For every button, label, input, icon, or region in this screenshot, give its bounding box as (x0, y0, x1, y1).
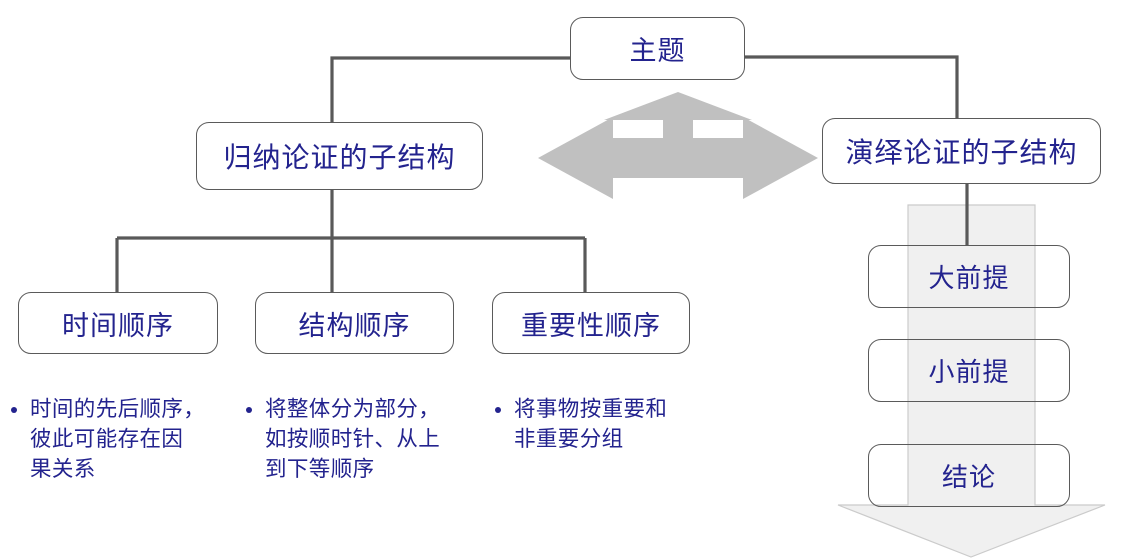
connector-theme-to-inductive (330, 56, 570, 122)
node-major-premise[interactable]: 大前提 (868, 245, 1070, 308)
note-line: 将整体分为部分， (265, 397, 441, 422)
notes-time-order: 时间的先后顺序， 彼此可能存在因 果关系 (8, 395, 233, 485)
note-line: 到下等顺序 (265, 457, 375, 482)
node-structure-order[interactable]: 结构顺序 (255, 292, 454, 354)
deduction-flow-arrow (837, 204, 1106, 558)
note-line: 时间的先后顺序， (30, 397, 206, 422)
node-conclusion[interactable]: 结论 (868, 444, 1070, 507)
list-item: 时间的先后顺序， 彼此可能存在因 果关系 (8, 395, 233, 485)
node-inductive-substructure[interactable]: 归纳论证的子结构 (196, 122, 483, 190)
note-line: 将事物按重要和 (514, 397, 668, 422)
note-line: 彼此可能存在因 (30, 427, 184, 452)
node-deductive-substructure[interactable]: 演绎论证的子结构 (822, 118, 1101, 184)
notes-importance-order: 将事物按重要和 非重要分组 (492, 395, 727, 455)
list-item: 将整体分为部分， 如按顺时针、从上 到下等顺序 (243, 395, 478, 485)
note-line: 非重要分组 (514, 427, 624, 452)
note-line: 果关系 (30, 457, 96, 482)
note-line: 如按顺时针、从上 (265, 427, 441, 452)
three-way-relation-arrow-shape (538, 92, 818, 199)
notes-structure-order: 将整体分为部分， 如按顺时针、从上 到下等顺序 (243, 395, 478, 485)
node-theme[interactable]: 主题 (570, 17, 745, 80)
list-item: 将事物按重要和 非重要分组 (492, 395, 727, 455)
connector-theme-to-deductive (745, 55, 959, 118)
node-time-order[interactable]: 时间顺序 (18, 292, 218, 354)
node-importance-order[interactable]: 重要性顺序 (492, 292, 690, 354)
node-minor-premise[interactable]: 小前提 (868, 339, 1070, 402)
